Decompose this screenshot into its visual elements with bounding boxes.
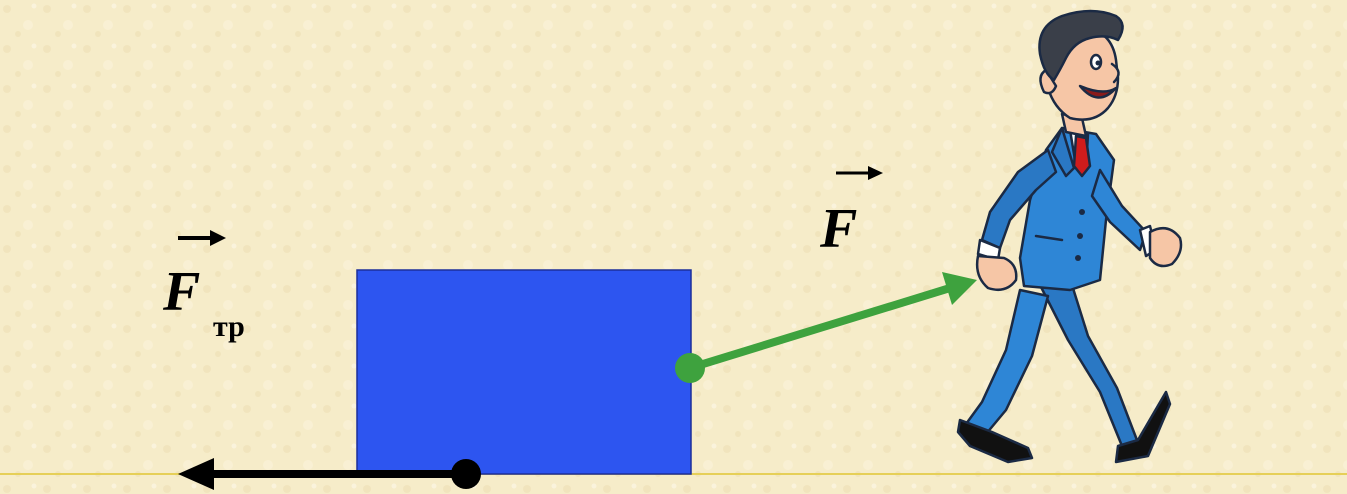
vector-arrow-icon <box>836 166 883 180</box>
walking-man-illustration <box>956 9 1183 464</box>
applied-force-arrow <box>675 272 977 383</box>
friction-force-label: F тр <box>162 230 245 343</box>
friction-force-symbol: F <box>162 261 200 323</box>
friction-force-subscript: тр <box>213 310 245 343</box>
applied-force-label: F <box>819 166 883 260</box>
applied-force-symbol: F <box>819 198 857 260</box>
friction-force-arrow <box>178 458 481 490</box>
block <box>356 269 692 475</box>
vector-arrow-icon <box>178 230 226 246</box>
